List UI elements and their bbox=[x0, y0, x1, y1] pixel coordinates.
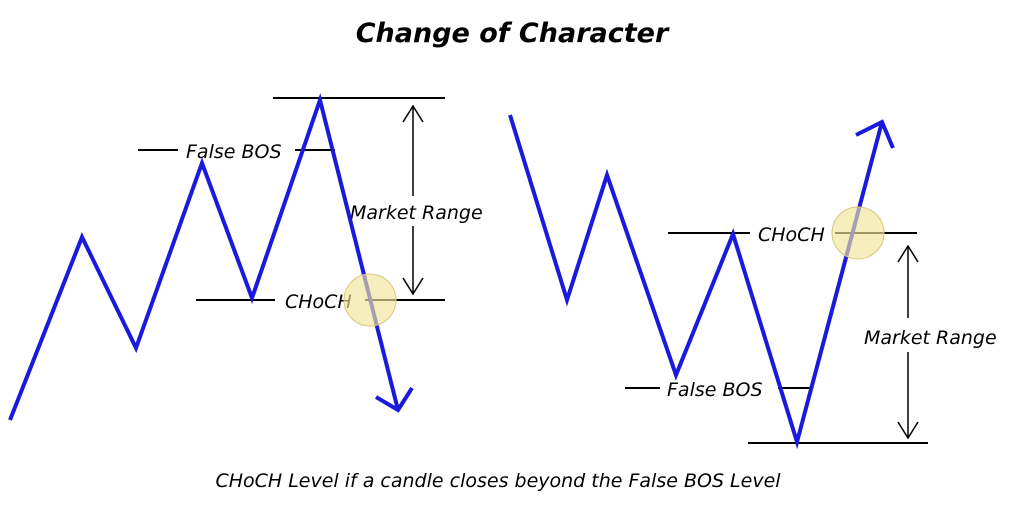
right-false-bos-label: False BOS bbox=[667, 379, 763, 401]
arrow-up-icon bbox=[402, 104, 424, 123]
left-market-range-label: Market Range bbox=[350, 202, 483, 224]
left-false-bos-label: False BOS bbox=[186, 141, 282, 163]
right-market-range-label: Market Range bbox=[864, 327, 997, 349]
arrow-up-icon bbox=[897, 244, 919, 263]
right-choch-highlight bbox=[831, 206, 885, 260]
left-choch-highlight bbox=[343, 273, 397, 327]
diagram-caption: CHoCH Level if a candle closes beyond th… bbox=[215, 470, 781, 492]
left-scenario: False BOS CHoCH Market Range bbox=[8, 92, 483, 421]
diagram-title: Change of Character bbox=[356, 18, 670, 49]
right-scenario: CHoCH False BOS Market Range bbox=[508, 114, 997, 450]
arrow-down-icon bbox=[897, 421, 919, 440]
right-price-path bbox=[508, 114, 884, 450]
right-choch-label: CHoCH bbox=[758, 224, 825, 246]
left-choch-label: CHoCH bbox=[285, 291, 352, 313]
left-price-path bbox=[8, 92, 400, 421]
arrowhead-icon bbox=[374, 386, 414, 413]
arrowhead-icon bbox=[855, 119, 895, 149]
arrow-down-icon bbox=[402, 277, 424, 296]
